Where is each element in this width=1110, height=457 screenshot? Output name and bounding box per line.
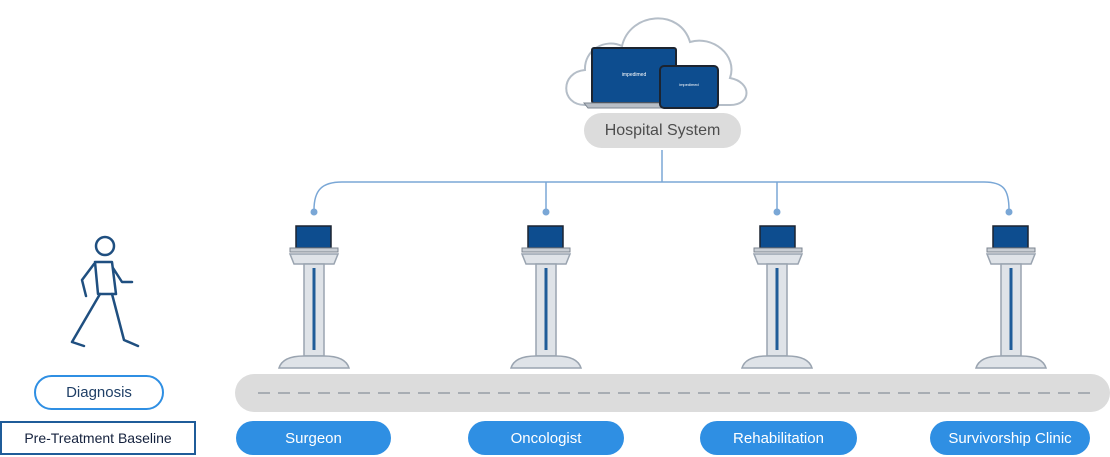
stage-surgeon: Surgeon [236,421,391,455]
tablet-screen-brand: impedimed [679,82,699,87]
hospital-system-label: Hospital System [584,113,741,148]
measurement-device-oncologist [509,225,583,369]
measurement-device-surgeon [277,225,351,369]
stage-rehabilitation: Rehabilitation [700,421,857,455]
walking-person-icon [70,235,140,348]
laptop-screen-brand: impedimed [622,72,647,78]
measurement-device-rehabilitation [740,225,814,369]
laptop-icon: impedimed [582,47,686,109]
network-connectors [313,150,1010,211]
treatment-track [235,374,1110,412]
diagnosis-label: Diagnosis [34,375,164,410]
stage-survivorship-clinic: Survivorship Clinic [930,421,1090,455]
tablet-icon: impedimed [659,65,719,109]
pre-treatment-baseline-label: Pre-Treatment Baseline [0,421,196,455]
stage-oncologist: Oncologist [468,421,624,455]
connector-dots [310,208,1013,216]
measurement-device-survivorship [974,225,1048,369]
